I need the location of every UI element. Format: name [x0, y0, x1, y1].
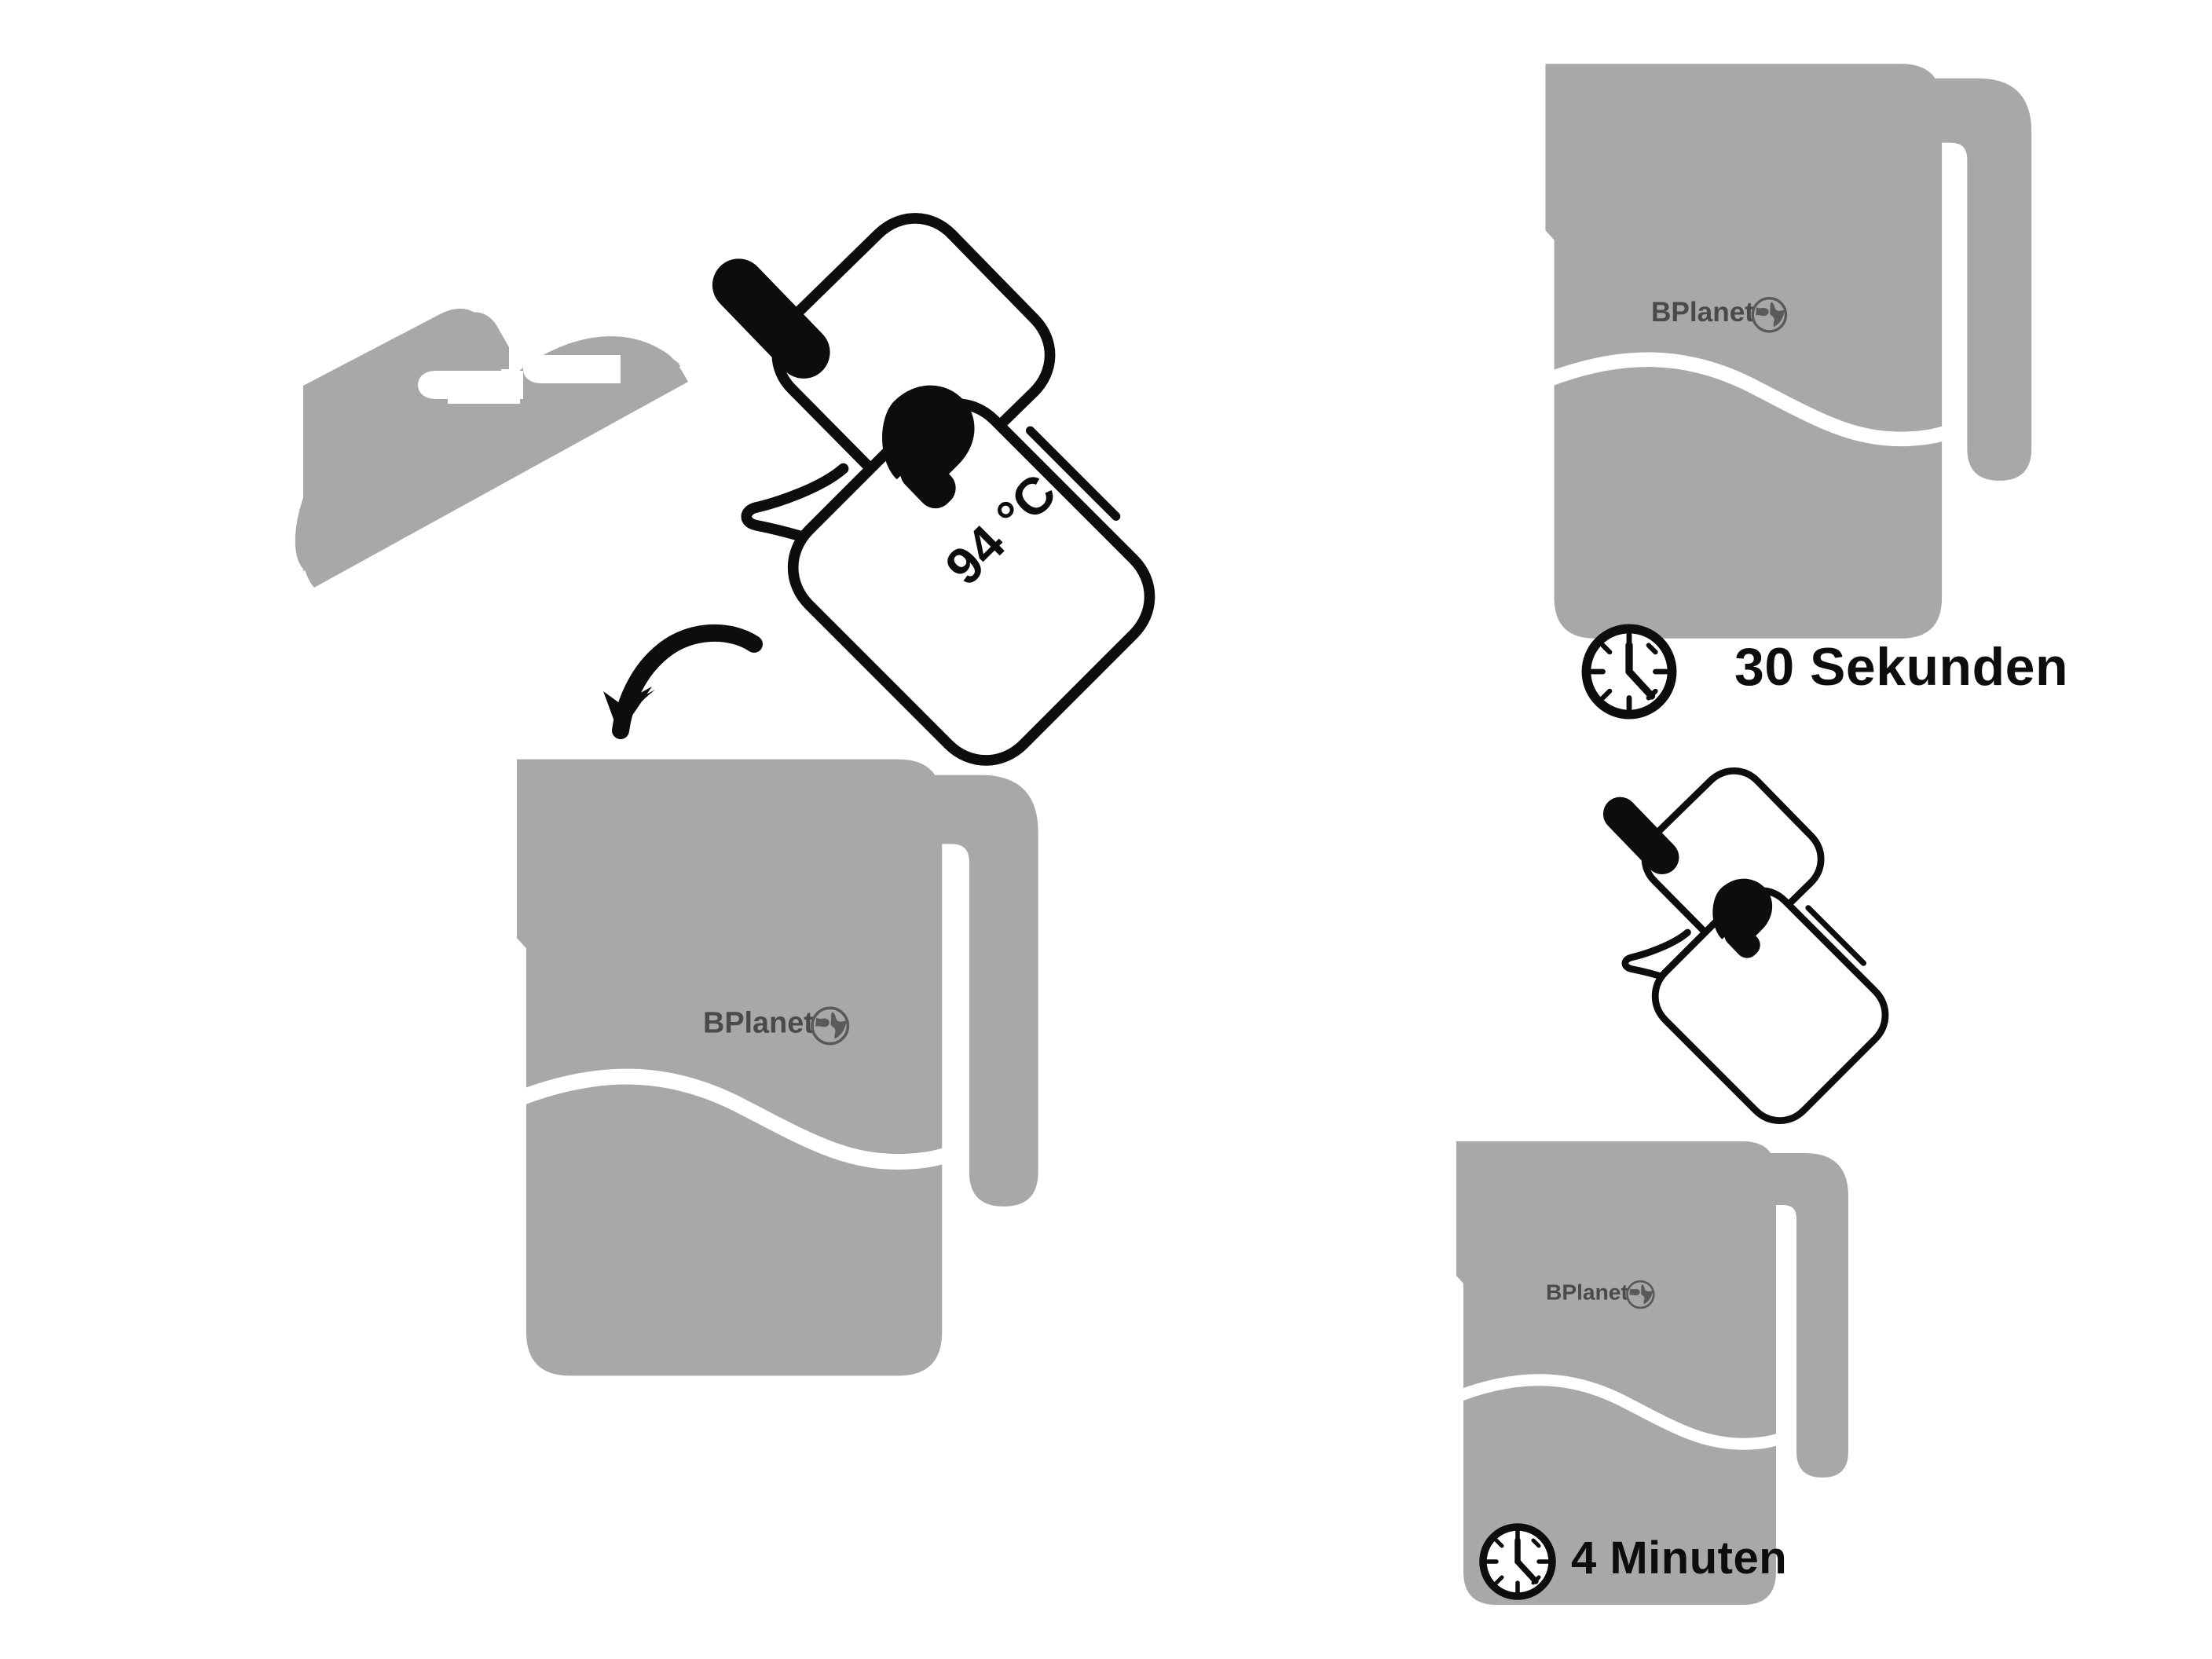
timer-label-30-seconds: 30 Sekunden	[1734, 637, 2068, 697]
lid-shape	[295, 308, 688, 588]
clock-icon	[1483, 1527, 1552, 1596]
curved-pour-arrow	[603, 624, 763, 739]
jug-filled-top-right	[1545, 64, 2032, 639]
tilted-kettle-plain	[1596, 771, 1885, 1120]
jug-large-left	[517, 759, 1038, 1376]
brand-logo: BPlanet	[1546, 1280, 1655, 1309]
brand-name: BPlanet	[1546, 1280, 1628, 1304]
brand-name: BPlanet	[1651, 297, 1754, 328]
brand-logo: BPlanet	[703, 1006, 850, 1046]
clock-icon	[1586, 628, 1672, 714]
tilted-kettle-hot	[701, 218, 1149, 760]
timer-label-4-minutes: 4 Minuten	[1571, 1533, 1788, 1584]
brand-logo: BPlanet	[1651, 297, 1788, 333]
brand-name: BPlanet	[703, 1007, 814, 1040]
